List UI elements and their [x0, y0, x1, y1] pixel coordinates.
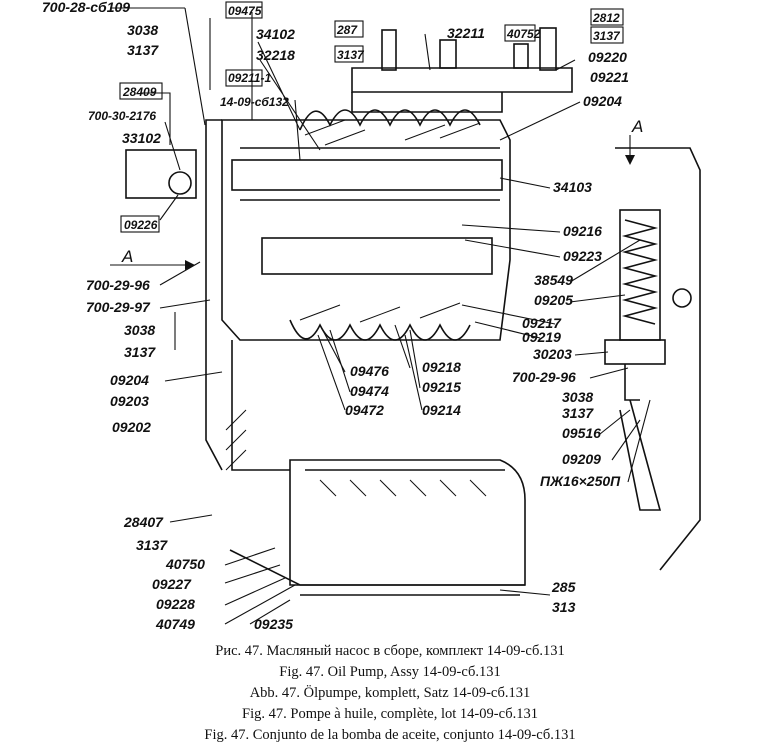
label-3038-left: 3038	[124, 322, 155, 338]
label-33102: 33102	[122, 130, 161, 146]
label-285: 285	[551, 579, 576, 595]
label-09202: 09202	[112, 419, 151, 435]
label-09227: 09227	[152, 576, 192, 592]
label-09214: 09214	[422, 402, 461, 418]
caption-fr: Fig. 47. Pompe à huile, complète, lot 14…	[242, 706, 538, 722]
label-09474: 09474	[350, 383, 389, 399]
label-34103: 34103	[553, 179, 592, 195]
label-700-29-97: 700-29-97	[86, 299, 151, 315]
label-09220: 09220	[588, 49, 627, 65]
label-40749: 40749	[155, 616, 195, 632]
label-pzh16x250p: ПЖ16×250П	[540, 473, 621, 489]
label-09204-top: 09204	[583, 93, 622, 109]
caption-ru: Рис. 47. Масляный насос в сборе, комплек…	[215, 643, 565, 659]
caption-en: Fig. 47. Oil Pump, Assy 14-09-сб.131	[279, 664, 500, 680]
label-09235: 09235	[254, 616, 293, 632]
label-14-09-sb132: 14-09-сб132	[220, 95, 289, 109]
label-09221: 09221	[590, 69, 629, 85]
label-3137: 3137	[127, 42, 159, 58]
label-3038-right: 3038	[562, 389, 593, 405]
label-09215: 09215	[422, 379, 461, 395]
label-28409: 28409	[122, 85, 157, 99]
label-3137-right: 3137	[562, 405, 594, 421]
label-700-30-2176: 700-30-2176	[88, 109, 156, 123]
label-09476: 09476	[350, 363, 389, 379]
label-313: 313	[552, 599, 576, 615]
label-09203: 09203	[110, 393, 149, 409]
label-3137-cover: 3137	[337, 48, 365, 62]
label-09219: 09219	[522, 329, 561, 345]
label-09218: 09218	[422, 359, 461, 375]
label-09475: 09475	[228, 4, 262, 18]
label-09209: 09209	[562, 451, 601, 467]
label-700-28-sb109: 700-28-сб109	[42, 0, 130, 15]
label-09216: 09216	[563, 223, 602, 239]
caption-es: Fig. 47. Conjunto de la bomba de aceite,…	[204, 727, 575, 743]
label-09211-1: 09211-1	[228, 71, 271, 85]
arrow-marks	[185, 155, 635, 270]
label-09205: 09205	[534, 292, 573, 308]
label-38549: 38549	[534, 272, 573, 288]
label-287: 287	[336, 23, 358, 37]
label-09223: 09223	[563, 248, 602, 264]
label-boxes	[119, 1, 624, 233]
hatching	[225, 119, 487, 497]
section-a-left: A	[121, 247, 133, 266]
label-3137-bottom: 3137	[136, 537, 168, 553]
label-40752: 40752	[506, 27, 541, 41]
label-34102: 34102	[256, 26, 295, 42]
label-40750: 40750	[165, 556, 205, 572]
section-a-right: A	[631, 117, 643, 136]
label-3137-stud: 3137	[593, 29, 621, 43]
label-09226: 09226	[124, 218, 158, 232]
label-2812: 2812	[592, 11, 620, 25]
label-3038: 3038	[127, 22, 158, 38]
label-32218: 32218	[256, 47, 295, 63]
label-3137-left: 3137	[124, 344, 156, 360]
label-09472: 09472	[345, 402, 384, 418]
label-700-29-96-left: 700-29-96	[86, 277, 150, 293]
label-30203: 30203	[533, 346, 572, 362]
label-28407: 28407	[123, 514, 164, 530]
caption-de: Abb. 47. Ölpumpe, komplett, Satz 14-09-с…	[250, 684, 531, 701]
label-700-29-96-right: 700-29-96	[512, 369, 576, 385]
leader-lines	[110, 7, 651, 625]
label-09217: 09217	[522, 315, 562, 331]
label-09228: 09228	[156, 596, 195, 612]
pump-body-outline	[125, 27, 701, 596]
label-09204-left: 09204	[110, 372, 149, 388]
label-32211: 32211	[447, 25, 485, 41]
label-09516: 09516	[562, 425, 601, 441]
